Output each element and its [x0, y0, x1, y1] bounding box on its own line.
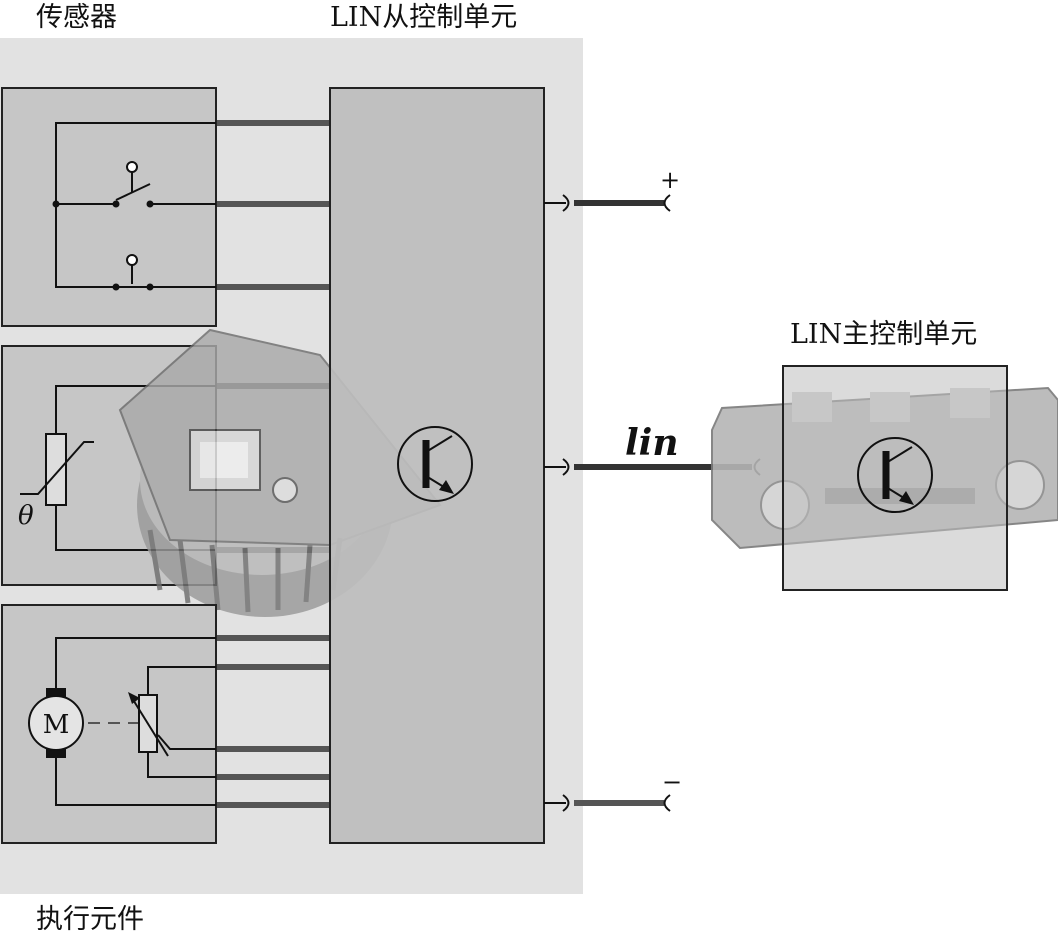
sensor-label: 传感器	[36, 2, 117, 33]
transistor-icon	[857, 437, 933, 513]
transistor-icon	[397, 426, 473, 502]
lin-label: lin	[625, 422, 679, 464]
slave-control-unit	[329, 87, 545, 844]
actuator-box: M	[1, 604, 217, 844]
switch-icon	[112, 254, 154, 291]
potentiometer-icon	[128, 692, 169, 757]
plus-sign: +	[660, 166, 680, 194]
master-control-unit	[782, 365, 1008, 591]
motor-letter: M	[43, 710, 70, 740]
minus-sign: −	[662, 768, 682, 796]
theta-symbol: θ	[18, 501, 34, 531]
ntc-thermistor-icon	[20, 433, 94, 506]
power-plus-line: +	[544, 166, 680, 212]
bus-wires	[216, 120, 330, 808]
actuator-label: 执行元件	[36, 904, 144, 933]
slave-unit-label: LIN从控制单元	[330, 2, 517, 33]
ground-minus-line: −	[544, 768, 682, 812]
master-unit-label: LIN主控制单元	[790, 319, 977, 350]
switch-icon	[52, 161, 154, 208]
motor-icon: M	[28, 688, 84, 758]
sensor-switch-box	[1, 87, 217, 327]
